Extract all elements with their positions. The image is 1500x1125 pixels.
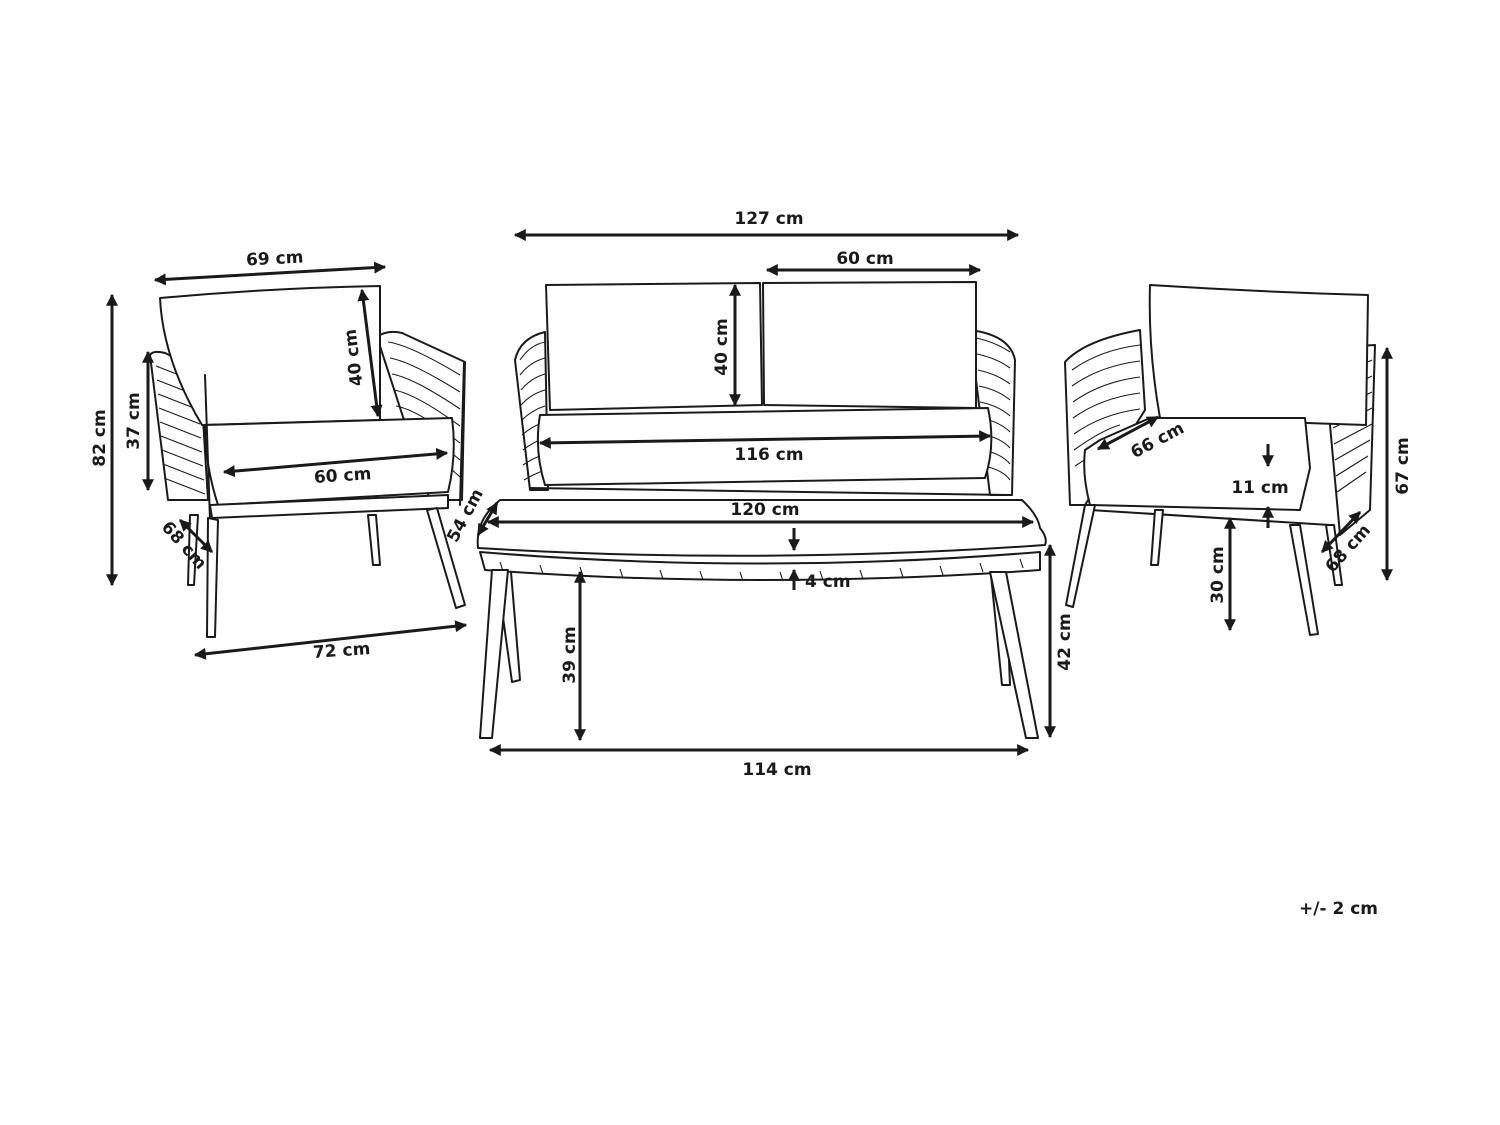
dim-chair-cushion-height (357, 288, 383, 418)
dim-right-depth (1320, 510, 1362, 554)
label-table-width-top: 120 cm (730, 500, 799, 520)
coffee-table (476, 499, 1047, 739)
dimension-lines (106, 229, 1393, 756)
sofa-weave (519, 337, 1011, 481)
label-chair-width-bottom: 72 cm (312, 639, 371, 663)
dim-chair-width-bottom (193, 620, 468, 660)
coffee-table-weave (499, 558, 1024, 582)
label-table-inner-height: 39 cm (560, 626, 580, 683)
label-right-arm-height: 67 cm (1393, 437, 1413, 494)
label-chair-depth: 68 cm (157, 518, 210, 574)
left-armchair (149, 285, 466, 638)
label-table-top-thickness: 4 cm (805, 572, 851, 592)
label-chair-seat-width: 60 cm (313, 464, 372, 488)
label-chair-width-top: 69 cm (246, 248, 304, 271)
label-table-width-bottom: 114 cm (742, 760, 811, 780)
label-right-seat-height: 30 cm (1208, 546, 1228, 603)
dim-chair-seat-width (222, 447, 449, 478)
left-armchair-weave (155, 341, 461, 495)
label-sofa-cushion-width: 60 cm (836, 249, 893, 269)
tolerance-note: +/- 2 cm (1299, 899, 1378, 919)
label-sofa-cushion-height: 40 cm (712, 318, 732, 375)
dim-chair-depth (178, 518, 214, 554)
label-chair-height: 82 cm (90, 409, 110, 466)
label-table-height: 42 cm (1055, 613, 1075, 670)
dim-right-seat-depth (1096, 415, 1160, 451)
dim-sofa-seat-width (538, 430, 992, 449)
label-sofa-seat-width: 116 cm (734, 445, 803, 465)
label-right-seat-cushion: 11 cm (1231, 478, 1288, 498)
label-chair-arm-height: 37 cm (124, 392, 144, 449)
label-sofa-width: 127 cm (734, 209, 803, 229)
dim-chair-width-top (153, 261, 387, 286)
